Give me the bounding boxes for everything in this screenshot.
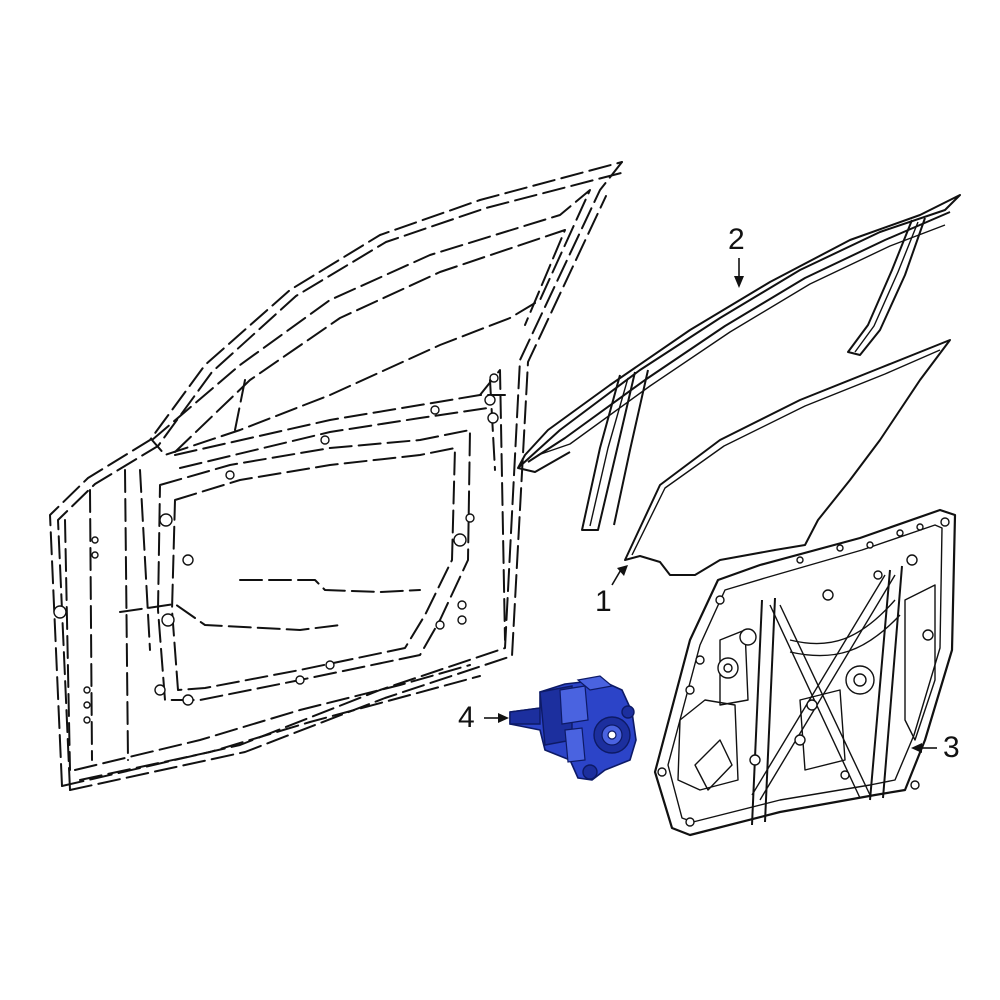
window-glass [624,339,951,576]
leader-lines [484,258,937,753]
callout-3: 3 [943,731,960,764]
door-shell-outline [49,161,626,791]
window-motor [509,675,637,781]
regulator-panel [653,508,957,837]
callout-1: 1 [595,585,612,618]
door-shell-holes [53,373,499,724]
callout-4: 4 [458,701,475,734]
glass-run-channel [517,194,961,531]
callout-2: 2 [728,223,745,256]
